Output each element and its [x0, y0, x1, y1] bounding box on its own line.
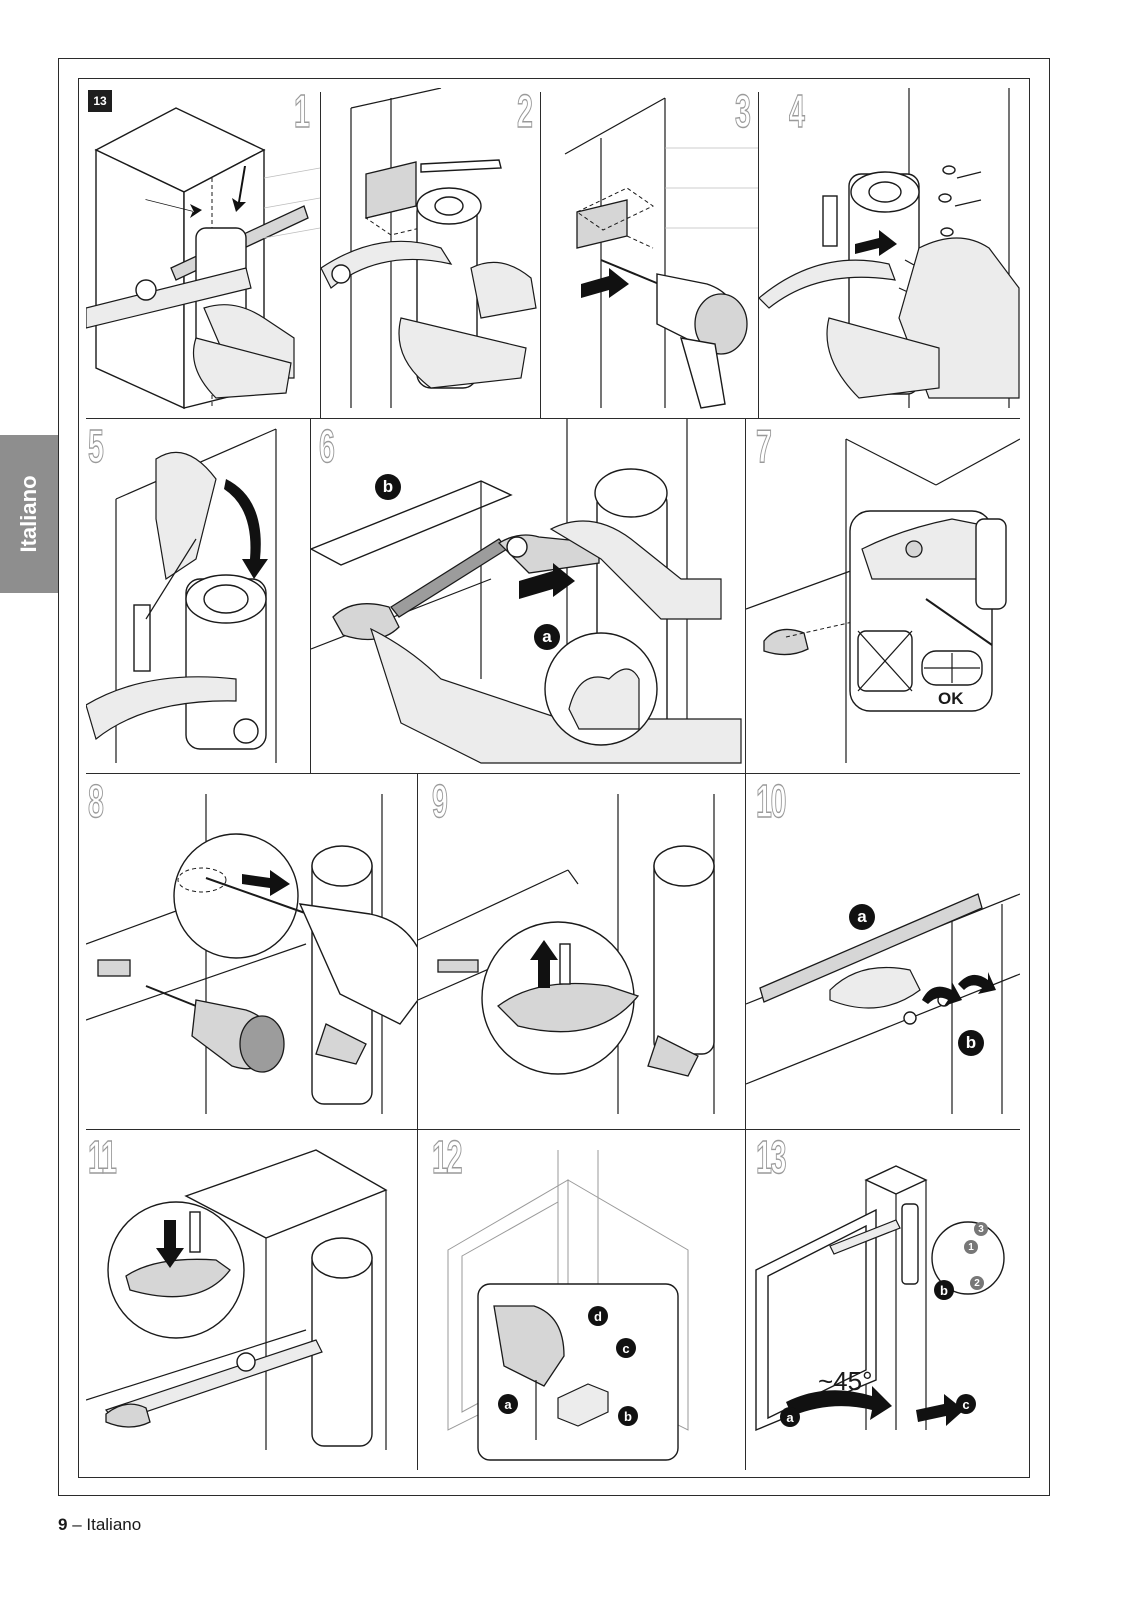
- step-1-illustration: [86, 107, 320, 410]
- figure-badge: 13: [88, 90, 112, 112]
- step-5-number: 5: [88, 420, 105, 472]
- col-divider-r1-b: [540, 92, 542, 418]
- footer-language: Italiano: [86, 1515, 142, 1534]
- step-12-callout-a: a: [498, 1394, 518, 1414]
- step-13-panel: 13 ~45° a c b 1 2 3: [746, 1130, 1020, 1470]
- step-3-illustration: [564, 97, 758, 409]
- step-12-callout-d: d: [588, 1306, 608, 1326]
- step-13-sub-3: 3: [974, 1222, 988, 1236]
- page-outer-frame: [58, 58, 1050, 1496]
- col-divider-r1-a: [320, 92, 322, 418]
- step-9-panel: 9: [418, 774, 745, 1129]
- step-12-illustration: [447, 1150, 689, 1461]
- page-footer: 9 – Italiano: [58, 1515, 141, 1535]
- step-10-number: 10: [756, 775, 787, 827]
- col-divider-r1-c: [758, 92, 760, 418]
- col-divider-r2-a: [310, 418, 312, 773]
- step-4-panel: 4: [759, 88, 1020, 418]
- step-12-panel: 12 d c a b: [418, 1130, 745, 1470]
- step-3-number: 3: [735, 88, 752, 137]
- step-6-callout-a: a: [534, 624, 560, 650]
- language-side-tab: Italiano: [0, 435, 58, 593]
- step-2-panel: 2: [321, 88, 540, 418]
- step-7-panel: 7 OK: [746, 419, 1020, 773]
- step-12-number: 12: [432, 1131, 463, 1183]
- col-divider-r4-b: [745, 1129, 747, 1470]
- step-10-callout-b: b: [958, 1030, 984, 1056]
- step-13-callout-c: c: [956, 1394, 976, 1414]
- step-9-number: 9: [432, 775, 449, 827]
- figure-frame: [78, 78, 1030, 1478]
- step-6-illustration: [311, 419, 742, 764]
- col-divider-r3-b: [745, 773, 747, 1129]
- step-12-callout-c: c: [616, 1338, 636, 1358]
- col-divider-r4-a: [417, 1129, 419, 1470]
- step-5-panel: 5: [86, 419, 310, 773]
- language-side-tab-label: Italiano: [16, 475, 41, 553]
- step-11-illustration: [86, 1149, 388, 1450]
- step-7-illustration: [746, 438, 1020, 763]
- step-7-ok-label: OK: [938, 689, 964, 708]
- step-4-number: 4: [789, 88, 806, 137]
- step-7-number: 7: [756, 420, 773, 472]
- step-10-panel: 10 a b: [746, 774, 1020, 1129]
- step-10-callout-a: a: [849, 904, 875, 930]
- step-13-illustration: [755, 1165, 1005, 1432]
- step-6-number: 6: [319, 420, 336, 472]
- step-4-illustration: [759, 88, 1020, 408]
- step-6-callout-b: b: [375, 474, 401, 500]
- step-13-callout-b: b: [934, 1280, 954, 1300]
- step-11-panel: 11: [86, 1130, 417, 1470]
- step-1-panel: 1: [86, 88, 320, 418]
- step-12-callout-b: b: [618, 1406, 638, 1426]
- step-11-number: 11: [88, 1131, 118, 1183]
- step-13-sub-2: 2: [970, 1276, 984, 1290]
- row-divider-3: [86, 1129, 1020, 1131]
- footer-separator: –: [67, 1515, 87, 1534]
- step-2-number: 2: [517, 88, 534, 137]
- step-6-panel: 6 b a: [311, 419, 745, 773]
- step-9-illustration: [418, 794, 715, 1114]
- step-13-sub-1: 1: [964, 1240, 978, 1254]
- step-13-number: 13: [756, 1131, 787, 1183]
- row-divider-2: [86, 773, 1020, 775]
- step-1-number: 1: [294, 88, 311, 137]
- step-13-callout-a: a: [780, 1407, 800, 1427]
- step-8-number: 8: [88, 775, 105, 827]
- step-2-illustration: [321, 88, 537, 408]
- page-number: 9: [58, 1515, 68, 1534]
- step-13-angle-label: ~45°: [818, 1366, 873, 1396]
- step-8-panel: 8: [86, 774, 417, 1129]
- col-divider-r3-a: [417, 773, 419, 1129]
- step-10-illustration: [746, 893, 1020, 1114]
- step-3-panel: 3: [541, 88, 758, 418]
- step-8-illustration: [86, 794, 417, 1114]
- row-divider-1: [86, 418, 1020, 420]
- step-5-illustration: [86, 428, 277, 763]
- col-divider-r2-b: [745, 418, 747, 773]
